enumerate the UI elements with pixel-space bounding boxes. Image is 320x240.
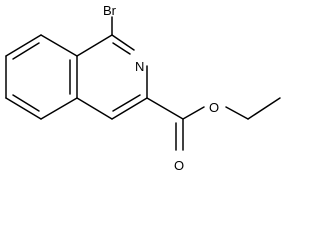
bromine-atom-label: Br (103, 3, 117, 18)
bond-c4-c4a (76, 97, 113, 120)
nitrogen-atom-label: N (135, 59, 144, 74)
double-bond-inner-c3-c4 (112, 94, 141, 112)
bond-c8a-c8 (40, 34, 78, 57)
double-bond-inner-c8-c7 (12, 42, 40, 60)
bond-c3-c4 (111, 97, 148, 120)
bond-c8a-c1 (76, 34, 113, 57)
bond-c5-c4a (40, 97, 78, 120)
double-bond-inner-c6-c5 (12, 94, 40, 112)
bond-c1-n2 (111, 34, 135, 51)
bond-c8-c7 (5, 34, 42, 57)
chemical-structure-diagram: Br N O O (5, 3, 281, 173)
double-bond-inner-c1-n2 (112, 42, 131, 55)
pyridine-ring (76, 34, 148, 120)
ethyl-ester-group (146, 97, 281, 151)
carbonyl-oxygen-atom-label: O (174, 158, 184, 173)
ester-oxygen-atom-label: O (209, 100, 219, 115)
bond-ester-o-ch2 (225, 106, 249, 120)
bond-c6-c5 (5, 97, 42, 120)
bond-ch2-ch3 (247, 97, 281, 120)
benzene-ring (5, 34, 78, 120)
bond-c3-carbonyl-carbon (146, 97, 184, 120)
bond-carbonyl-c-ester-o (182, 106, 205, 120)
